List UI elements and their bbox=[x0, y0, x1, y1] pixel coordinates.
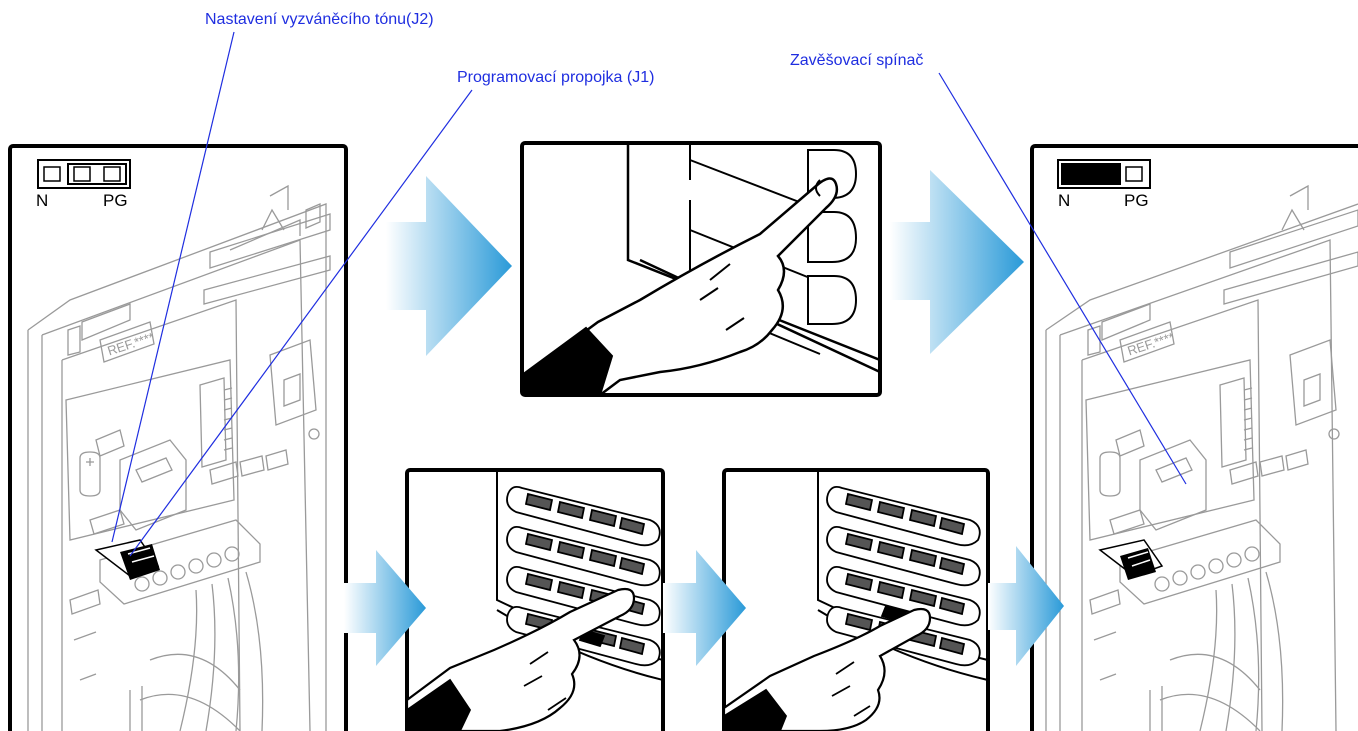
jumper-indicator-pg bbox=[38, 160, 130, 188]
right-device-panel: REF.**** bbox=[1032, 146, 1358, 731]
jumper-right-pg-label: PG bbox=[1124, 192, 1149, 210]
keypad-panel-2 bbox=[724, 470, 988, 731]
hook-switch-label: Zavěšovací spínač bbox=[790, 52, 923, 70]
arrow-right-icon bbox=[386, 176, 512, 356]
jumper-right-n-label: N bbox=[1058, 192, 1070, 210]
jumper-indicator-n bbox=[1058, 160, 1150, 188]
ring-tone-setting-label: Nastavení vyzváněcího tónu(J2) bbox=[205, 11, 434, 29]
left-device-panel: REF.**** bbox=[10, 146, 346, 731]
keypad-panel-1 bbox=[407, 470, 663, 731]
programming-jumper-label: Programovací propojka (J1) bbox=[457, 69, 654, 87]
jumper-left-n-label: N bbox=[36, 192, 48, 210]
arrow-right-icon bbox=[890, 170, 1024, 354]
press-button-panel bbox=[522, 143, 880, 395]
jumper-left-pg-label: PG bbox=[103, 192, 128, 210]
